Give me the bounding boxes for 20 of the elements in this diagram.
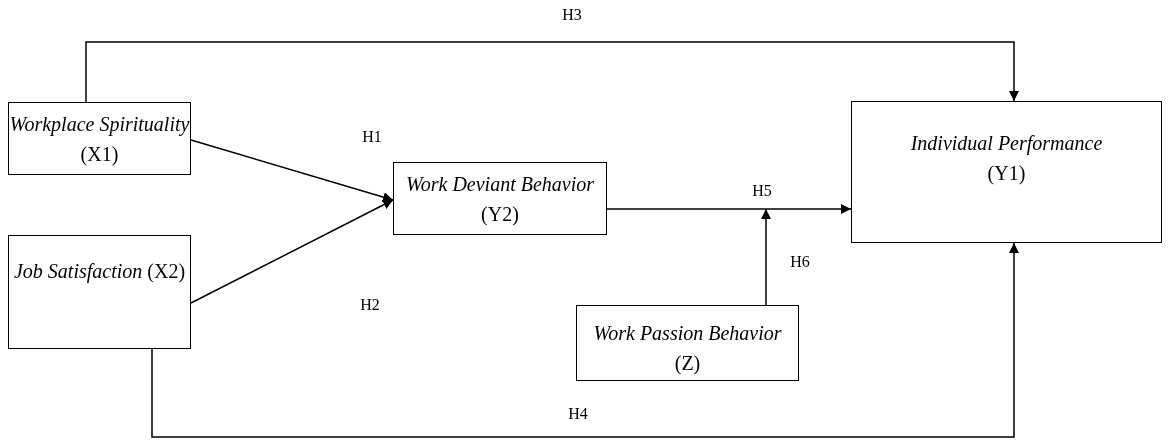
variable-name: Workplace Spirituality xyxy=(9,112,190,138)
variable-box xyxy=(393,162,607,235)
variable-name: Individual Performance xyxy=(910,131,1103,157)
variable-name: Job Satisfaction (X2) xyxy=(13,259,186,285)
variable-name: Work Deviant Behavior xyxy=(405,172,595,197)
variable-box xyxy=(851,101,1162,243)
variable-name: (Y2) xyxy=(481,202,519,228)
variable-name: (Z) xyxy=(674,351,701,377)
arrow xyxy=(761,208,771,306)
variable-name: (X1) xyxy=(80,142,119,168)
variable-box xyxy=(576,305,799,381)
variable-box xyxy=(8,102,191,175)
arrow xyxy=(606,204,852,214)
arrow xyxy=(151,242,1019,438)
arrow xyxy=(190,139,394,202)
variable-name: (Y1) xyxy=(987,161,1026,187)
variable-name: Work Passion Behavior xyxy=(593,321,782,346)
arrow xyxy=(190,199,394,304)
variable-box xyxy=(8,235,191,349)
arrow xyxy=(85,41,1019,103)
